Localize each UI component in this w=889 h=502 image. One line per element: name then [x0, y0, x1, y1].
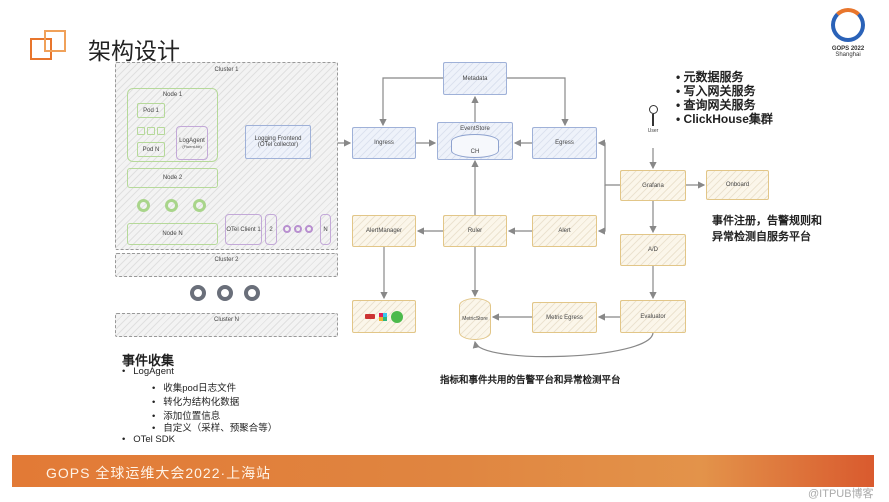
- service-item: • ClickHouse集群: [676, 112, 773, 126]
- collection-item: • OTel SDK: [122, 434, 175, 445]
- pod-1: Pod 1: [137, 103, 165, 118]
- footer-banner: GOPS 全球运维大会2022·上海站: [12, 455, 874, 487]
- collection-item: • LogAgent: [122, 366, 174, 377]
- gops-logo: GOPS 2022 Shanghai: [818, 8, 878, 58]
- page-title: 架构设计: [88, 38, 180, 64]
- otel-client-2: 2: [265, 214, 277, 245]
- clickhouse-cylinder: CH: [451, 134, 499, 158]
- alertmanager-box: AlertManager: [352, 215, 416, 247]
- cluster-ellipsis-icon: [190, 285, 206, 301]
- slack-icon: [379, 312, 387, 321]
- cluster-2: Cluster 2: [115, 253, 338, 277]
- metric-egress-box: Metric Egress: [532, 302, 597, 333]
- node-2: Node 2: [127, 168, 218, 188]
- notification-box: [352, 300, 416, 333]
- event-note: 事件注册，告警规则和异常检测自服务平台: [712, 215, 822, 243]
- phone-icon: [391, 310, 403, 323]
- ad-box: A/D: [620, 234, 686, 266]
- email-icon: [365, 314, 375, 319]
- grafana-box: Grafana: [620, 170, 686, 201]
- node-ellipsis-icon: [137, 199, 150, 212]
- client-ellipsis-icon: [294, 225, 302, 233]
- cluster-ellipsis-icon: [217, 285, 233, 301]
- watermark: @ITPUB博客: [808, 488, 874, 500]
- otel-client-1: OTel Client 1: [225, 214, 262, 245]
- alert-box: Alert: [532, 215, 597, 247]
- service-item: • 查询网关服务: [676, 98, 756, 112]
- pod-small: [137, 127, 145, 135]
- pod-small: [147, 127, 155, 135]
- client-ellipsis-icon: [305, 225, 313, 233]
- ruler-box: Ruler: [443, 215, 507, 247]
- evaluator-box: Evaluator: [620, 300, 686, 333]
- pod-small: [157, 127, 165, 135]
- collection-subitem: • 添加位置信息: [152, 411, 221, 422]
- cluster-ellipsis-icon: [244, 285, 260, 301]
- user-icon: User: [643, 105, 663, 134]
- otel-client-n: N: [320, 214, 331, 245]
- slide-logo-icon: [30, 30, 75, 62]
- service-item: • 写入网关服务: [676, 84, 756, 98]
- client-ellipsis-icon: [283, 225, 291, 233]
- node-1: Node 1: [127, 88, 218, 162]
- onboard-box: Onboard: [706, 170, 769, 200]
- pod-n: Pod N: [137, 142, 165, 157]
- collection-subitem: • 自定义（采样、预聚合等）: [152, 423, 278, 434]
- collection-title: 事件收集: [122, 353, 175, 368]
- eventstore-box: EventStore CH: [437, 122, 513, 160]
- metadata-box: Metadata: [443, 62, 507, 95]
- collection-subitem: • 转化为结构化数据: [152, 397, 240, 408]
- egress-box: Egress: [532, 127, 597, 159]
- diagram-caption: 指标和事件共用的告警平台和异常检测平台: [440, 375, 621, 386]
- ingress-box: Ingress: [352, 127, 416, 159]
- service-item: • 元数据服务: [676, 70, 744, 84]
- node-ellipsis-icon: [165, 199, 178, 212]
- logging-frontend: Logging Frontend(OTel collector): [245, 125, 311, 159]
- metricstore-cylinder: MetricStore: [459, 298, 491, 340]
- node-ellipsis-icon: [193, 199, 206, 212]
- node-n: Node N: [127, 223, 218, 245]
- logagent: LogAgent(Fluent-bit): [176, 126, 208, 160]
- cluster-n: Cluster N: [115, 313, 338, 337]
- collection-subitem: • 收集pod日志文件: [152, 383, 237, 394]
